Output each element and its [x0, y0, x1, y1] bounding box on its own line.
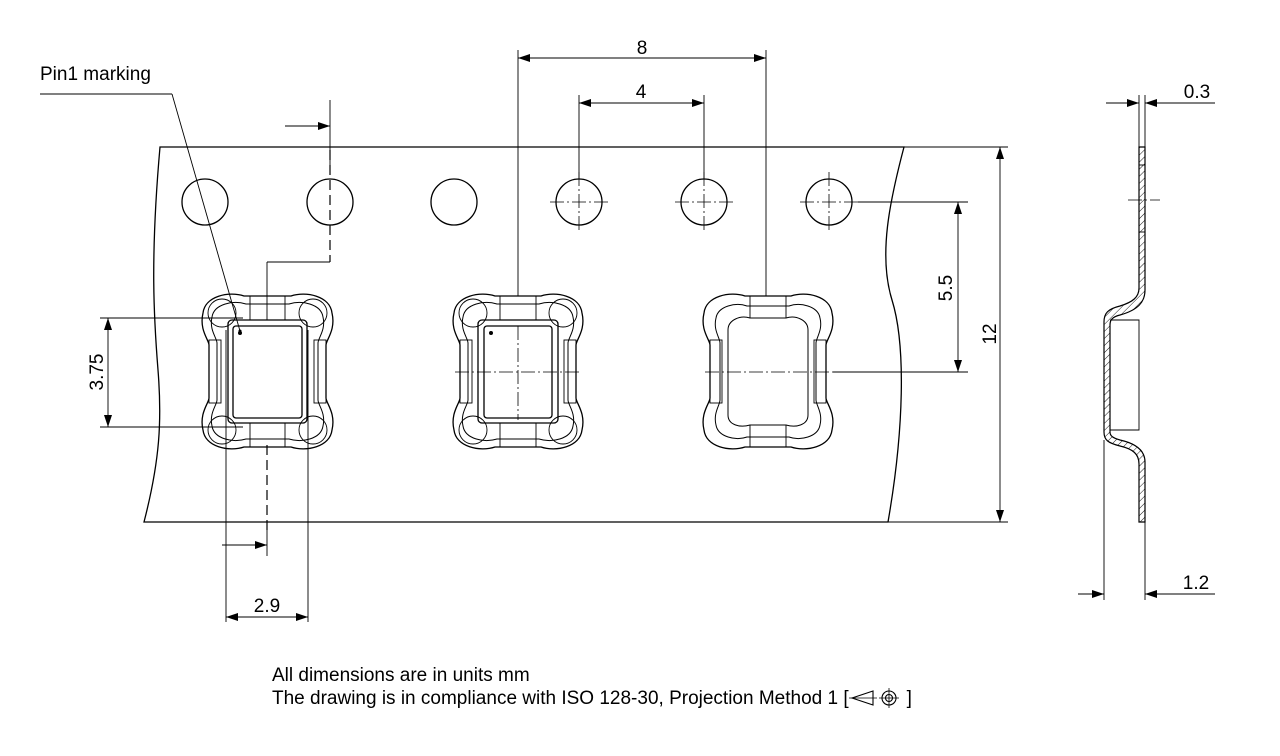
pocket-3	[702, 293, 834, 450]
dim-pocket-width-label: 2.9	[254, 596, 280, 617]
dim-depth-label: 1.2	[1183, 573, 1209, 594]
dim-pitch: 8	[517, 38, 767, 296]
projection-note-text: The drawing is in compliance with ISO 12…	[272, 688, 849, 709]
component-body	[227, 319, 308, 424]
pin1-leader	[40, 93, 242, 333]
projection-note: The drawing is in compliance with ISO 12…	[272, 687, 912, 710]
hole-centerlines	[550, 172, 858, 232]
dim-pitch-label: 8	[637, 38, 648, 59]
component-body	[477, 319, 559, 424]
drawing-notes: All dimensions are in units mm The drawi…	[272, 664, 912, 710]
sprocket-hole	[181, 178, 229, 226]
dim-thickness-label: 0.3	[1184, 82, 1210, 103]
dim-hole-center-label: 5.5	[936, 275, 957, 301]
dim-hole-center: 5.5	[833, 201, 968, 373]
orientation-reference	[222, 100, 331, 556]
sprocket-holes	[181, 172, 858, 232]
dim-tape-width: 12	[888, 146, 1008, 523]
dim-hole-pitch-label: 4	[636, 82, 647, 103]
dim-pocket-length-label: 3.75	[87, 354, 108, 391]
pin1-label: Pin1 marking	[40, 64, 151, 85]
sprocket-hole	[430, 178, 478, 226]
dim-depth: 1.2	[1078, 440, 1215, 600]
side-view	[1103, 146, 1160, 523]
units-note: All dimensions are in units mm	[272, 665, 530, 686]
projection-note-end: ]	[906, 688, 912, 709]
first-angle-projection-icon	[848, 688, 899, 708]
dim-pocket-width: 2.9	[225, 330, 309, 622]
tape-outline	[143, 146, 905, 523]
dim-thickness: 0.3	[1106, 82, 1215, 147]
dim-tape-width-label: 12	[980, 323, 1001, 344]
dim-pocket-length: 3.75	[87, 317, 243, 428]
pocket-1	[201, 293, 334, 530]
pocket-2	[452, 293, 584, 450]
dim-hole-pitch: 4	[578, 82, 705, 179]
